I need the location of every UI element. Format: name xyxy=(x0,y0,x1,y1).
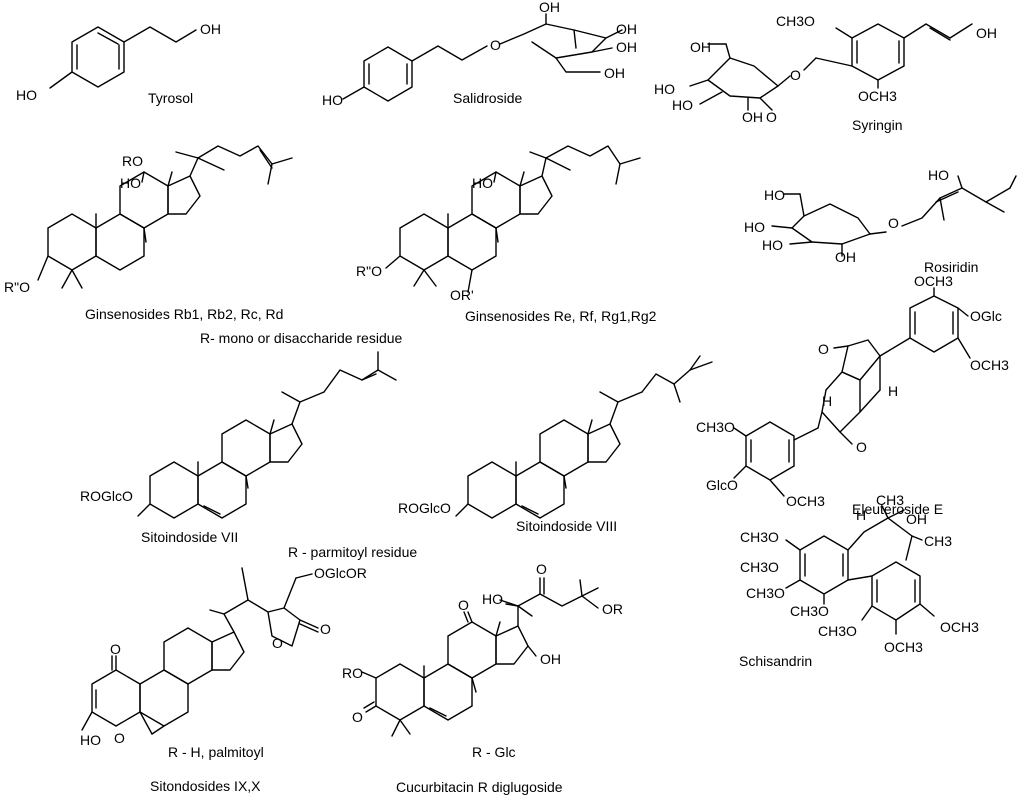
tyrosol-oh-label: OH xyxy=(200,21,221,37)
schisandrin-structure: CH3 H OH CH3 CH3O CH3O CH3O CH3O CH3O OC… xyxy=(739,492,979,669)
sitondosides-o3-label: O xyxy=(272,635,283,651)
tyrosol-caption: Tyrosol xyxy=(148,90,193,106)
tyrosol-structure: OH HO Tyrosol xyxy=(16,21,221,106)
schisandrin-ch3o-1-label: CH3O xyxy=(740,529,779,545)
ginsenoside-r-note: R- mono or disaccharide residue xyxy=(200,330,403,346)
cucurbitacin-o2-label: O xyxy=(352,709,363,725)
eleuteroside-h2-label: H xyxy=(822,393,832,409)
rosiridin-ho-label: HO xyxy=(928,167,949,183)
sitondosides-o-label: O xyxy=(110,641,121,657)
sitondosides-oglcor-label: OGlcOR xyxy=(314,565,367,581)
syringin-o2-label: O xyxy=(766,109,777,125)
schisandrin-ch3o-4-label: CH3O xyxy=(790,603,829,619)
sitondosides-caption: Sitondosides IX,X xyxy=(150,778,261,794)
ginsenoside-b-ho-label: HO xyxy=(472,175,493,191)
ginsenoside-a-caption: Ginsenosides Rb1, Rb2, Rc, Rd xyxy=(85,306,283,322)
ginsenoside-b-or1-label: OR' xyxy=(450,287,474,303)
syringin-ho2-label: HO xyxy=(672,97,693,113)
syringin-ch3o-label: CH3O xyxy=(776,13,815,29)
sitondosides-ho-label: HO xyxy=(80,732,101,748)
eleuteroside-oglc-label: OGlc xyxy=(970,308,1002,324)
rosiridin-ho1-label: HO xyxy=(764,187,785,203)
sitondosides-r-note: R - H, palmitoyl xyxy=(168,744,264,760)
ginsenoside-b-caption: Ginsenosides Re, Rf, Rg1,Rg2 xyxy=(465,308,657,324)
sitondosides-o2-label: O xyxy=(320,621,331,637)
rosiridin-ho3-label: HO xyxy=(762,237,783,253)
eleuteroside-och3-top-label: OCH3 xyxy=(914,273,953,289)
schisandrin-h-label: H xyxy=(856,507,866,523)
eleuteroside-och3-right-label: OCH3 xyxy=(970,357,1009,373)
ginsenoside-b-r2o-label: R"O xyxy=(356,263,382,279)
cucurbitacin-r-note: R - Glc xyxy=(472,744,516,760)
cucurbitacin-o1-label: O xyxy=(458,597,469,613)
eleuteroside-structure: OCH3 OGlc OCH3 O H H O CH3O GlcO OCH3 El… xyxy=(696,273,1009,517)
eleuteroside-o1-label: O xyxy=(818,341,829,357)
schisandrin-caption: Schisandrin xyxy=(739,653,812,669)
rosiridin-caption: Rosiridin xyxy=(924,259,978,275)
ginsenoside-a-ho-label: HO xyxy=(120,175,141,191)
ginsenoside-b-structure: HO R"O OR' Ginsenosides Re, Rf, Rg1,Rg2 xyxy=(356,145,657,324)
eleuteroside-caption: Eleuteroside E xyxy=(852,501,943,517)
schisandrin-ch3o-3-label: CH3O xyxy=(746,585,785,601)
eleuteroside-och3-bottom-label: OCH3 xyxy=(786,493,825,509)
tyrosol-ho-label: HO xyxy=(16,87,37,103)
cucurbitacin-ho-label: HO xyxy=(482,591,503,607)
syringin-o-label: O xyxy=(790,67,801,83)
eleuteroside-ch3o-label: CH3O xyxy=(696,419,735,435)
ginsenoside-a-structure: HO RO R"O Ginsenosides Rb1, Rb2, Rc, Rd xyxy=(4,145,293,322)
ginsenoside-a-ro-label: RO xyxy=(122,153,143,169)
cucurbitacin-ro-label: RO xyxy=(342,665,363,681)
syringin-oh-label: OH xyxy=(976,25,997,41)
schisandrin-ch3o-5-label: CH3O xyxy=(818,623,857,639)
schisandrin-och3-1-label: OCH3 xyxy=(940,619,979,635)
cucurbitacin-o3-label: O xyxy=(536,561,547,577)
schisandrin-och3-2-label: OCH3 xyxy=(884,639,923,655)
eleuteroside-h1-label: H xyxy=(888,383,898,399)
sitoindoside-vii-caption: Sitoindoside VII xyxy=(141,529,238,545)
rosiridin-o-label: O xyxy=(888,215,899,231)
sitoindoside-viii-structure: ROGlcO Sitoindoside VIII xyxy=(398,355,713,534)
syringin-ho1-label: HO xyxy=(654,81,675,97)
cucurbitacin-or-label: OR xyxy=(602,601,623,617)
salidroside-oh1-label: OH xyxy=(539,0,560,15)
ginsenoside-a-r2o-label: R"O xyxy=(4,279,30,295)
rosiridin-ho2-label: HO xyxy=(744,219,765,235)
salidroside-structure: O OH OH OH OH HO Salidroside xyxy=(322,0,637,108)
syringin-oh2-label: OH xyxy=(742,109,763,125)
salidroside-o-label: O xyxy=(490,37,501,53)
salidroside-oh3-label: OH xyxy=(616,39,637,55)
sitondosides-o4-label: O xyxy=(114,730,125,746)
sitoindoside-viii-caption: Sitoindoside VIII xyxy=(516,518,617,534)
rosiridin-structure: O HO HO HO HO OH Rosiridin xyxy=(744,167,1017,275)
cucurbitacin-structure: O RO O OH O OR HO R - Glc Cucurbitacin R… xyxy=(342,561,623,795)
syringin-och3-label: OCH3 xyxy=(858,88,897,104)
salidroside-caption: Salidroside xyxy=(453,90,522,106)
syringin-caption: Syringin xyxy=(852,117,903,133)
cucurbitacin-caption: Cucurbitacin R diglugoside xyxy=(396,779,563,795)
schisandrin-oh-label: OH xyxy=(906,511,927,527)
salidroside-oh2-label: OH xyxy=(616,21,637,37)
sitondosides-structure: O O O OGlcOR HO O R - H, palmitoyl Siton… xyxy=(80,565,367,794)
sitoindoside-vii-structure: ROGlcO Sitoindoside VII xyxy=(80,351,397,545)
eleuteroside-o2-label: O xyxy=(856,439,867,455)
schisandrin-ch3-right-label: CH3 xyxy=(924,533,952,549)
cucurbitacin-oh-label: OH xyxy=(540,651,561,667)
salidroside-ho-label: HO xyxy=(322,92,343,108)
schisandrin-ch3o-2-label: CH3O xyxy=(740,559,779,575)
schisandrin-ch3-top-label: CH3 xyxy=(876,492,904,508)
syringin-structure: OH CH3O OCH3 O OH HO HO OH O Syringin xyxy=(654,13,997,133)
sitoindoside-r-note: R - parmitoyl residue xyxy=(288,544,417,560)
eleuteroside-glco-label: GlcO xyxy=(706,477,738,493)
sitoindoside-vii-roglco-label: ROGlcO xyxy=(80,488,133,504)
rosiridin-oh-label: OH xyxy=(835,249,856,265)
salidroside-oh4-label: OH xyxy=(604,65,625,81)
syringin-oh1-label: OH xyxy=(690,39,711,55)
sitoindoside-viii-roglco-label: ROGlcO xyxy=(398,500,451,516)
